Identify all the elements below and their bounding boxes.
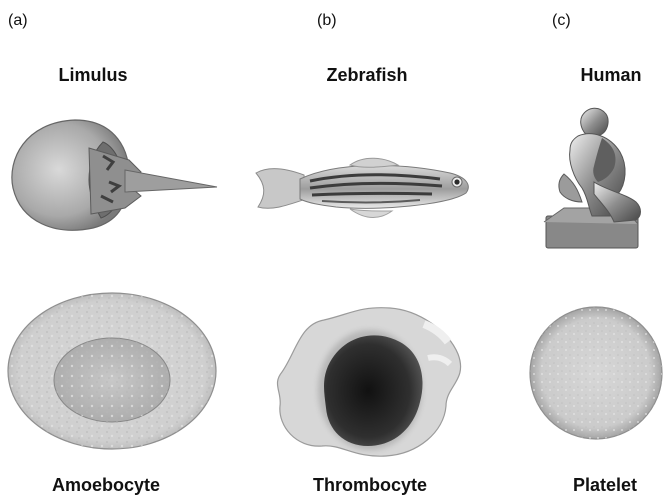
panel-label-a: (a) — [8, 12, 28, 30]
panel-label-b: (b) — [317, 12, 337, 30]
cell-title-platelet: Platelet — [505, 475, 664, 496]
organism-title-limulus: Limulus — [18, 65, 168, 86]
horseshoe-crab-icon — [5, 110, 225, 240]
organism-title-human: Human — [536, 65, 664, 86]
cell-title-amoebocyte: Amoebocyte — [6, 475, 206, 496]
panel-label-c: (c) — [552, 12, 571, 30]
platelet-cell-icon — [528, 305, 664, 441]
zebrafish-icon — [252, 155, 477, 227]
amoebocyte-cell-icon — [5, 290, 220, 453]
organism-title-zebrafish: Zebrafish — [292, 65, 442, 86]
cell-title-thrombocyte: Thrombocyte — [270, 475, 470, 496]
thrombocyte-cell-icon — [272, 300, 468, 460]
thinker-statue-icon — [538, 98, 664, 254]
